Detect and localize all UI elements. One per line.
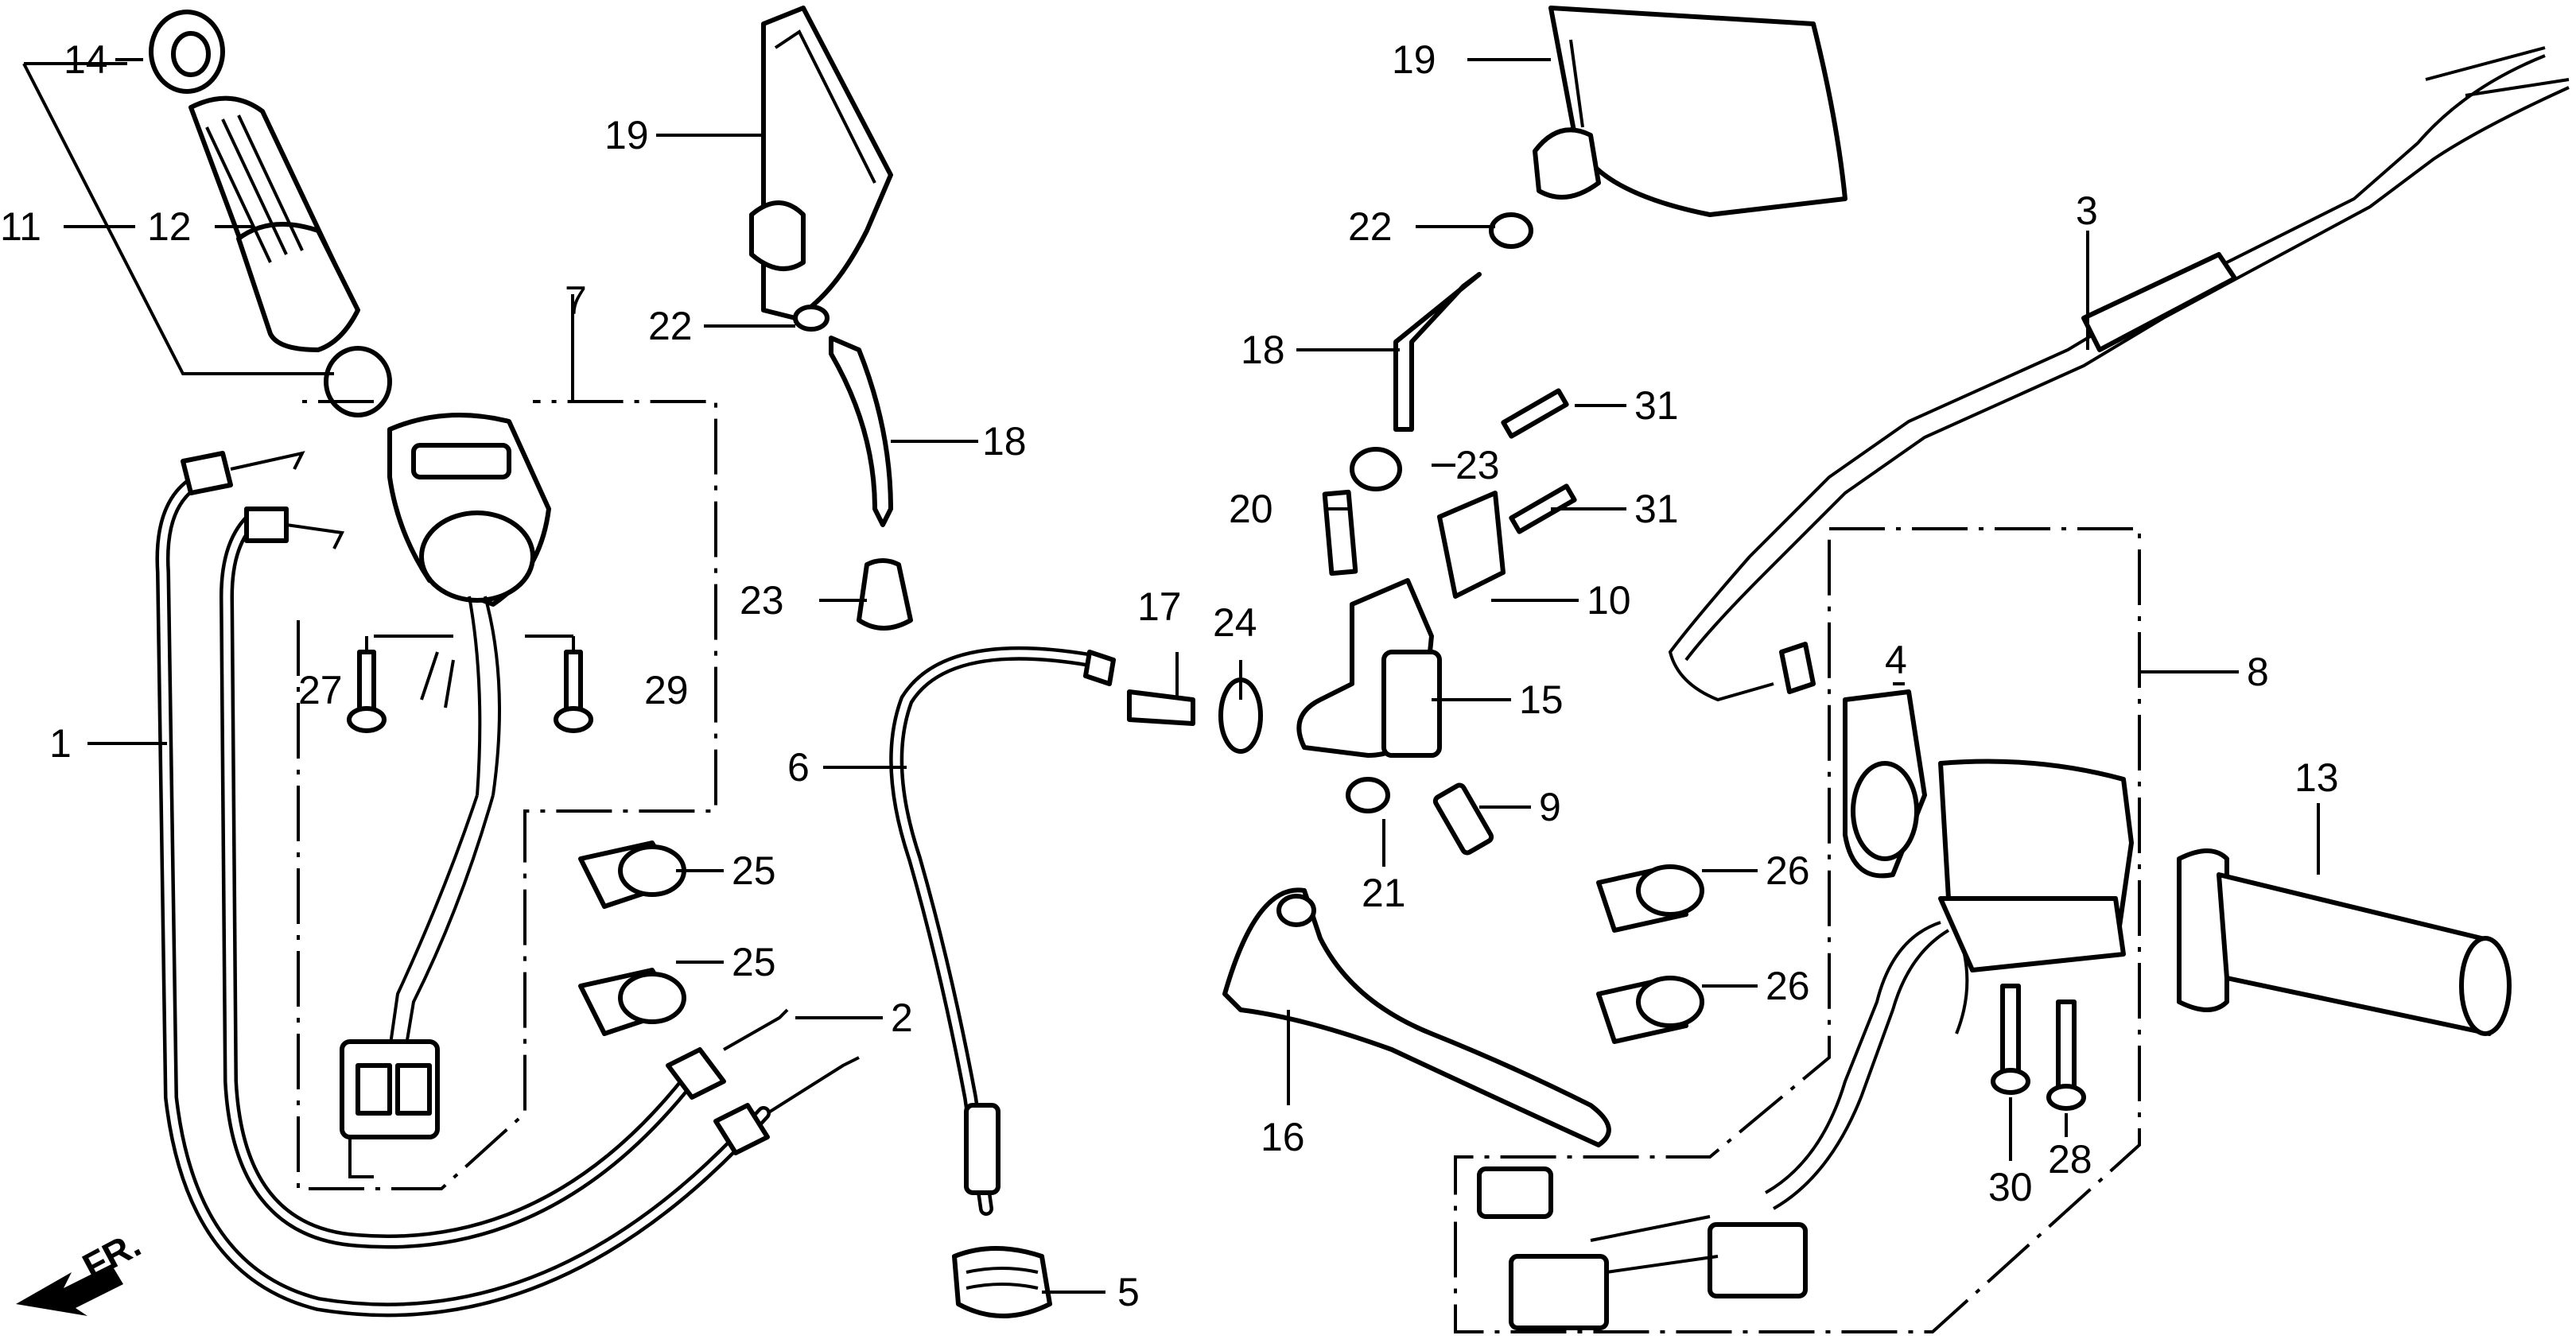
label-16: 16 [1261, 1115, 1305, 1159]
label-19-left: 19 [604, 113, 649, 157]
label-22-right: 22 [1348, 204, 1393, 249]
label-17: 17 [1137, 584, 1182, 629]
label-15: 15 [1519, 677, 1564, 722]
label-11: 11 [0, 204, 41, 249]
label-30: 30 [1988, 1165, 2033, 1209]
label-18-left: 18 [982, 419, 1027, 464]
front-direction-arrow: FR. [16, 1223, 147, 1316]
label-13: 13 [2294, 755, 2339, 800]
label-4: 4 [1885, 638, 1907, 682]
label-31-upper: 31 [1634, 383, 1679, 428]
label-23-left: 23 [740, 578, 784, 623]
throttle-cable-2 [219, 507, 860, 1249]
mirror-left [749, 6, 913, 631]
label-22-left: 22 [648, 304, 693, 348]
right-harness [1477, 921, 1969, 1330]
mirror-right [1393, 6, 1847, 432]
screw-29 [554, 650, 593, 733]
grip-right [2177, 848, 2512, 1036]
label-12: 12 [147, 204, 192, 249]
clamp-26b [1596, 976, 1704, 1044]
group-box-8 [1454, 527, 2141, 1333]
label-23-right: 23 [1455, 443, 1500, 487]
label-19-right: 19 [1392, 37, 1436, 82]
cable-clamp-25a [578, 840, 686, 909]
label-25-upper: 25 [732, 848, 776, 893]
clamp-26a [1596, 864, 1704, 933]
label-5: 5 [1117, 1270, 1140, 1314]
label-28: 28 [2048, 1137, 2092, 1182]
left-harness-connector [340, 794, 495, 1178]
cable-3 [1668, 46, 2570, 702]
screw-27 [347, 650, 387, 733]
label-1: 1 [49, 721, 72, 766]
cable-clamp-25b [578, 968, 686, 1036]
label-26-upper: 26 [1766, 848, 1810, 893]
label-2: 2 [891, 996, 913, 1040]
label-25-lower: 25 [732, 940, 776, 984]
grip-end-weight [149, 10, 225, 94]
label-6: 6 [787, 745, 810, 790]
group-box-7 [297, 400, 717, 1190]
label-10: 10 [1587, 578, 1631, 623]
label-9: 9 [1539, 785, 1561, 829]
throttle-grip [188, 95, 392, 417]
clutch-cable-6 [889, 646, 1116, 1216]
screw-28 [2046, 999, 2086, 1111]
cable-boot-5 [952, 1246, 1052, 1318]
clutch-lever [1222, 887, 1611, 1147]
label-24: 24 [1213, 600, 1257, 645]
left-switch-housing [387, 413, 551, 796]
label-7: 7 [565, 278, 587, 323]
label-21: 21 [1362, 871, 1406, 915]
leader-lines [64, 58, 2320, 1294]
label-3: 3 [2076, 188, 2098, 233]
throttle-cable-1 [155, 451, 771, 1318]
label-31-lower: 31 [1634, 487, 1679, 531]
clutch-bracket [1127, 388, 1577, 856]
label-8: 8 [2247, 650, 2269, 694]
screw-30 [1991, 984, 2030, 1095]
label-27: 27 [298, 668, 343, 712]
label-20: 20 [1229, 487, 1273, 531]
label-14: 14 [64, 37, 108, 82]
leader-11 [22, 63, 334, 375]
label-29: 29 [644, 668, 689, 712]
right-switch-housing [1843, 689, 2134, 972]
label-26-lower: 26 [1766, 964, 1810, 1008]
callout-numbers: 14 11 12 7 19 22 18 23 1 27 29 6 25 25 2… [0, 37, 2339, 1314]
label-18-right: 18 [1241, 328, 1285, 372]
